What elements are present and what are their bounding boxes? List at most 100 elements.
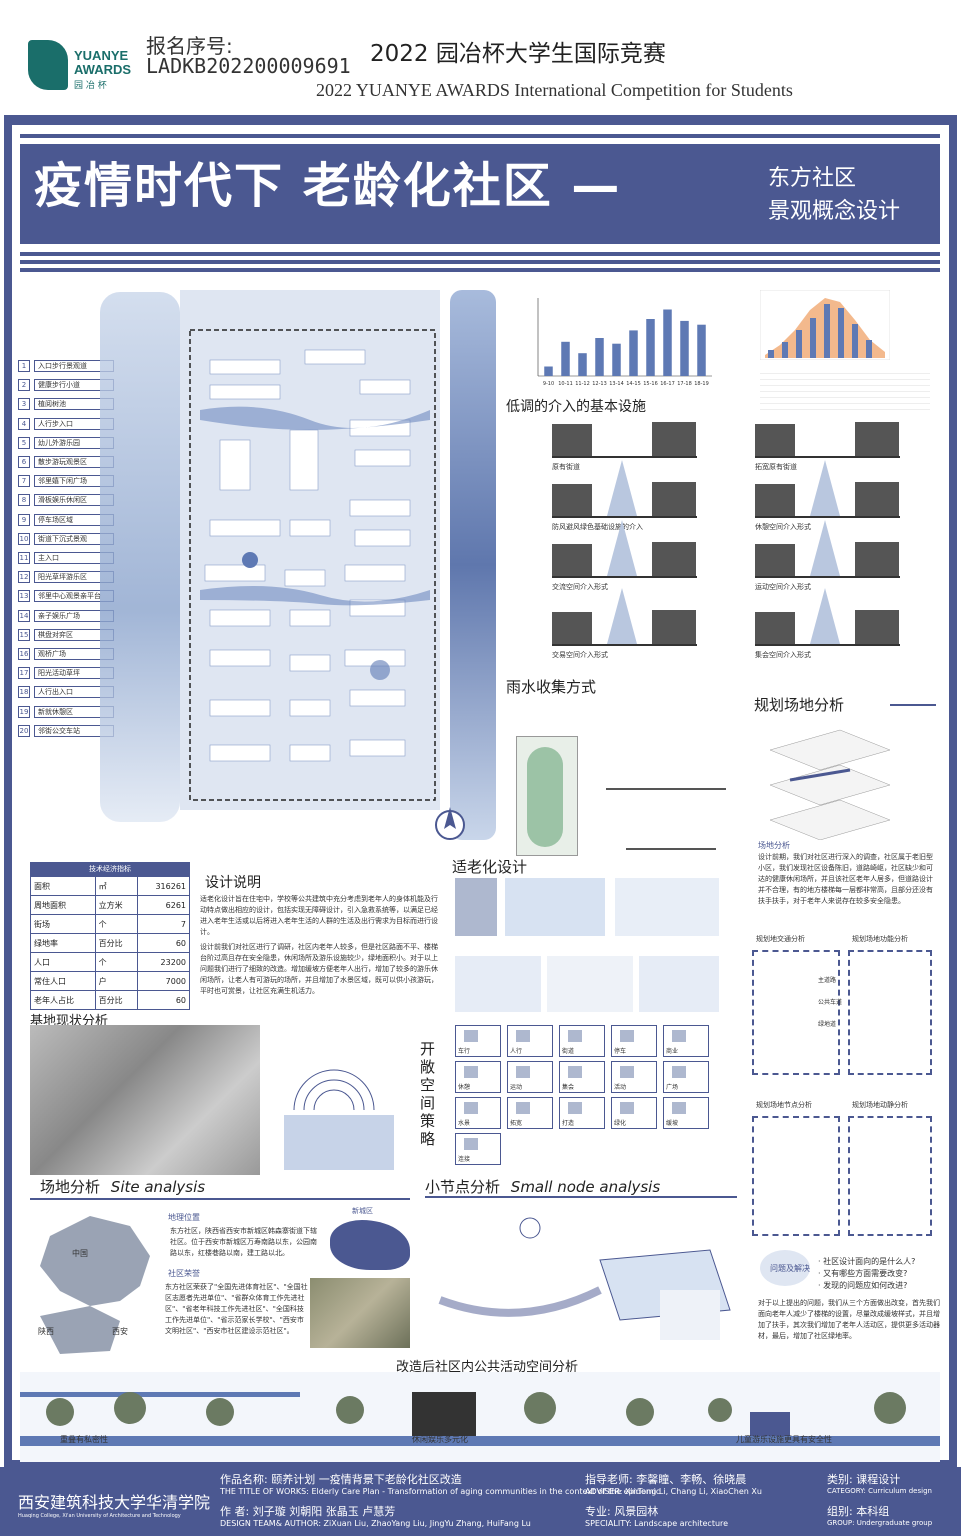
poster-subtitle-1: 东方社区 [768, 166, 857, 191]
open-space-cell: 水景 [455, 1097, 501, 1129]
open-space-label: 休憩 [458, 1084, 471, 1091]
site-plan [180, 290, 440, 810]
open-space-cell: 集会 [559, 1061, 605, 1093]
work-name: 作品名称: 颐养计划 一疫情背景下老龄化社区改造 [220, 1473, 462, 1486]
open-space-cell: 拓宽 [507, 1097, 553, 1129]
small-node-rule [425, 1196, 737, 1198]
site-location-text: 东方社区，陕西省西安市新城区韩森寨街道下辖社区。位于西安市新城区万寿南路以东，公… [170, 1227, 317, 1257]
temperature-area-chart [760, 290, 890, 360]
road-legend-label: 主道路 [818, 977, 837, 984]
open-space-label: 拓宽 [510, 1120, 523, 1127]
chart-bar [578, 353, 587, 376]
group: 组别: 本科组 [827, 1505, 890, 1518]
planning-axonometric [769, 729, 891, 840]
problem-answer: 对于以上提出的问题，我们从三个方面做出改变，首先我们面向老年人减少了楼梯的设置，… [758, 1299, 940, 1340]
open-space-label: 缓坡 [666, 1120, 679, 1127]
chart-bar [680, 320, 689, 376]
rain-section-2 [626, 820, 716, 850]
tech-table-cell: 个 [94, 952, 139, 972]
tech-table-cell: 7000 [137, 971, 190, 991]
open-space-cell: 车行 [455, 1025, 501, 1057]
poster-title: 疫情时代下 老龄化社区 — [34, 158, 622, 214]
tech-table-title: 技术经济指标 [30, 862, 190, 876]
facility-label: 集会空间介入形式 [755, 651, 811, 659]
open-space-cell: 停车 [611, 1025, 657, 1057]
facility-diagram: 原有街道 [552, 420, 697, 476]
chart-tick-label: 13-14 [609, 381, 624, 387]
open-space-label: 集会 [562, 1084, 575, 1091]
open-space-label: 广场 [666, 1084, 679, 1091]
open-space-cell: 休憩 [455, 1061, 501, 1093]
plan-box-title: 规划场地节点分析 [756, 1101, 812, 1109]
road-legend-label: 公共车道 [818, 999, 843, 1006]
chart-tick-label: 17-18 [677, 381, 692, 387]
authors-en: DESIGN TEAM& AUTHOR: ZiXuan Liu, ZhaoYan… [220, 1519, 531, 1528]
tech-table-cell: 老年人占比 [30, 990, 96, 1010]
footer: 西安建筑科技大学华清学院 Huaqing College, Xi'an Univ… [0, 1467, 961, 1536]
category: 类别: 课程设计 [827, 1473, 901, 1486]
legend-number: 3 [18, 398, 30, 411]
chart-bar [544, 366, 553, 376]
legend-number: 5 [18, 436, 30, 449]
open-space-label: 商业 [666, 1048, 679, 1055]
problem-q2: · 又有哪些方面需要改变? [818, 1269, 908, 1278]
logo-text-2: AWARDS [74, 62, 132, 77]
small-node-cn: 小节点分析 [425, 1178, 501, 1196]
tech-table-cell: 60 [137, 933, 190, 953]
site-analysis-en: Site analysis [110, 1178, 206, 1196]
yuanye-logo: YUANYE AWARDS 园 冶 杯 [28, 40, 138, 100]
facilities-title: 低调的介入的基本设施 [506, 399, 646, 415]
open-space-cell: 广场 [663, 1061, 709, 1093]
public-space-title: 改造后社区内公共活动空间分析 [396, 1360, 579, 1375]
open-space-cell: 活动 [611, 1061, 657, 1093]
design-desc-title: 设计说明 [205, 875, 261, 891]
chart-bar [697, 324, 706, 376]
legend-number: 7 [18, 475, 30, 488]
open-space-cell: 打造 [559, 1097, 605, 1129]
problem-q1: · 社区设计面向的是什么人? [818, 1257, 916, 1266]
planning-text: 设计前期，我们对社区进行深入的调查，社区属于老旧型小区，我们发现社区设备陈旧，道… [758, 853, 933, 905]
chart-bar [646, 319, 655, 376]
legend-number: 1 [18, 360, 30, 372]
open-space-label: 停车 [614, 1048, 627, 1055]
aging-title: 适老化设计 [452, 858, 528, 876]
title-stripe-top [20, 134, 940, 138]
public-label-1: 重叠有私密性 [60, 1435, 108, 1444]
legend-number: 6 [18, 456, 30, 468]
map-label-shaanxi: 陕西 [38, 1327, 54, 1336]
chart-bar [561, 341, 570, 376]
tech-table-cell: 立方米 [94, 895, 139, 915]
small-node-title: 小节点分析 Small node analysis [425, 1176, 660, 1197]
map-label-xian: 西安 [112, 1327, 128, 1336]
tech-table-cell: 316261 [137, 876, 190, 896]
open-space-label: 连接 [458, 1156, 471, 1163]
open-space-cell: 绿化 [611, 1097, 657, 1129]
tech-table-cell: 23200 [137, 952, 190, 972]
facility-diagram: 防风避风绿色基础设施的介入 [552, 460, 697, 536]
aging-diagrams [455, 878, 720, 1018]
open-space-cell: 人行 [507, 1025, 553, 1057]
legend-number: 10 [18, 532, 30, 545]
china-map [40, 1216, 150, 1354]
site-analysis-title: 场地分析 Site analysis [40, 1176, 205, 1197]
legend-number: 17 [18, 667, 30, 680]
title-stripe-2 [20, 260, 940, 264]
map-label-xincheng: 新城区 [352, 1207, 373, 1215]
title-bar [20, 144, 940, 244]
site-status-diagram [284, 1069, 394, 1170]
facility-diagram: 交流空间介入形式 [552, 520, 697, 596]
chart-tick-label: 14-15 [626, 381, 641, 387]
facility-label: 原有街道 [552, 463, 580, 471]
open-space-label: 水景 [458, 1120, 471, 1127]
adviser: 指导老师: 李馨瞳、李畅、徐晓晨 [585, 1473, 747, 1486]
open-space-label: 绿化 [614, 1120, 627, 1127]
